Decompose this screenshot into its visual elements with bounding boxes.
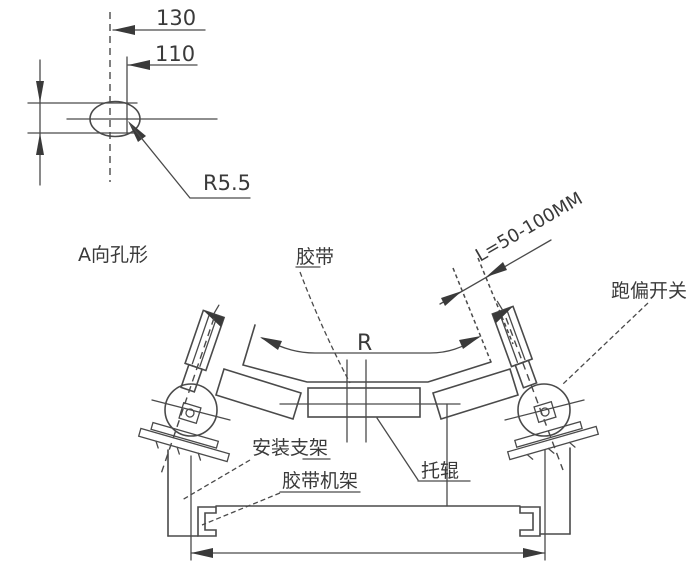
frame-left-channel	[197, 506, 217, 537]
left-switch-base	[137, 421, 231, 463]
right-switch-body	[517, 383, 571, 437]
hole-ellipse	[89, 100, 141, 138]
slot-hole	[27, 100, 218, 138]
bracket-label-text: 安装支架	[252, 437, 328, 459]
left-deviation-switch	[137, 304, 231, 475]
label-deviation-switch: 跑偏开关	[562, 280, 687, 385]
roller-top-cap	[492, 306, 514, 324]
roller-label-text: 托辊	[421, 460, 459, 482]
conveyor-frame	[167, 447, 571, 537]
frame-right-channel	[519, 506, 541, 537]
switch-roller-face-line	[477, 257, 514, 345]
label-belt: 胶带	[295, 246, 351, 384]
dimension-130: 130	[112, 6, 206, 35]
right-deviation-switch	[491, 300, 600, 471]
right-switch-axis	[505, 317, 564, 471]
roller-leader	[376, 417, 419, 481]
belt-edge-extension-line	[452, 267, 492, 363]
roller-axle-stub	[213, 304, 220, 315]
arrowhead-left	[191, 548, 213, 558]
arrowhead-left	[113, 25, 135, 35]
belt-leader	[299, 271, 351, 384]
left-switch-hub	[178, 401, 202, 425]
arrowhead-gap-right	[486, 262, 507, 277]
switch-label-text: 跑偏开关	[611, 280, 687, 302]
bottom-width-dimension	[190, 449, 546, 561]
edge-gap-text: L=50-100MM	[472, 188, 586, 266]
dimension-110-text: 110	[155, 42, 195, 66]
right-wing-roller	[432, 367, 519, 421]
roller-neck	[514, 359, 538, 389]
roller-axle-stub	[496, 300, 504, 311]
conveyor-section: R L=50-100MM	[137, 188, 687, 561]
switch-leader	[562, 302, 649, 385]
arrowhead-up-left	[260, 337, 282, 350]
corner-radius-text: R5.5	[203, 171, 251, 195]
dimension-130-text: 130	[156, 6, 196, 30]
label-mounting-bracket: 安装支架	[181, 437, 331, 501]
r55-leader: R5.5	[128, 121, 251, 199]
arrowhead-up-right	[459, 336, 481, 349]
dimension-110: 110	[127, 42, 198, 70]
center-roller	[307, 387, 421, 418]
belt-label-text: 胶带	[296, 246, 334, 268]
left-wing-roller	[215, 367, 302, 421]
hole-detail-title: A向孔形	[78, 244, 148, 266]
label-idler-roller: 托辊	[376, 417, 471, 482]
arrowhead-left	[128, 60, 150, 70]
roller-neck	[180, 363, 204, 393]
belt-radius-text: R	[357, 331, 372, 356]
bracket-leader	[181, 459, 251, 501]
hole-detail-view: 130 110 R5.5 A向孔形	[27, 6, 251, 266]
left-switch-axis	[160, 317, 215, 475]
right-switch-hub	[533, 400, 557, 424]
right-switch-base	[506, 420, 600, 461]
belt-line	[241, 324, 492, 383]
arrowhead-up	[36, 133, 44, 155]
right-switch-roller	[491, 300, 538, 389]
left-switch-body	[164, 383, 218, 437]
hole-height-dimension	[36, 59, 44, 186]
frame-leader	[201, 492, 281, 526]
label-belt-frame: 胶带机架	[201, 470, 361, 526]
frame-label-text: 胶带机架	[282, 470, 358, 492]
left-switch-roller	[180, 304, 226, 393]
arrowhead-down	[36, 81, 44, 103]
arrowhead-right	[523, 548, 545, 558]
belt-radius-dimension: R	[260, 331, 481, 356]
arrowhead-gap-left	[441, 291, 462, 306]
